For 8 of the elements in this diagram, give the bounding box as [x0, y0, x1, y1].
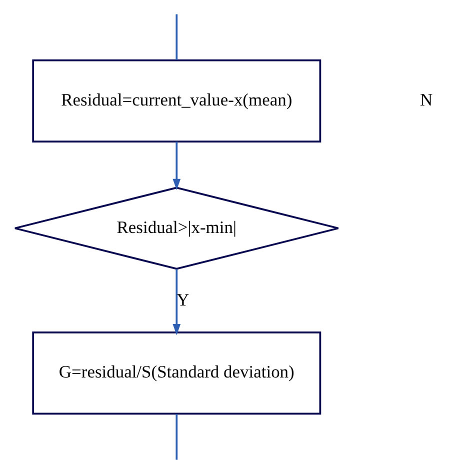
arrow	[172, 269, 180, 336]
node-box: Residual=current_value-x(mean)	[32, 59, 321, 142]
node-box: G=residual/S(Standard deviation)	[32, 332, 321, 415]
arrow	[172, 142, 180, 190]
connector	[175, 414, 178, 460]
connector	[175, 14, 178, 60]
label: N	[419, 90, 432, 110]
node-diamond: Residual>|x-min|	[14, 186, 339, 270]
